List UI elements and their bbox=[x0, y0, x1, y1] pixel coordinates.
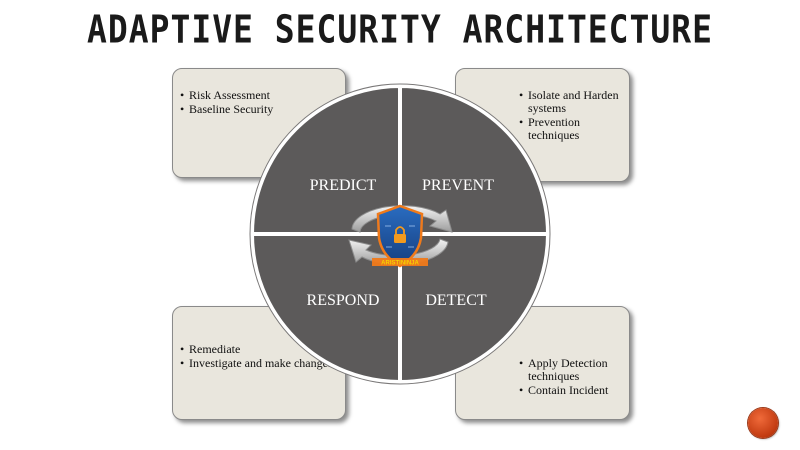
list-item: Remediate bbox=[180, 343, 338, 357]
list-item: Investigate and make changes bbox=[180, 357, 338, 371]
prevent-quadrant bbox=[398, 84, 550, 236]
respond-bullet-list: Remediate Investigate and make changes bbox=[180, 343, 338, 371]
list-item: Contain Incident bbox=[519, 384, 627, 398]
respond-quadrant bbox=[250, 232, 402, 384]
slide-title: ADAPTIVE SECURITY ARCHITECTURE bbox=[86, 7, 714, 52]
list-item: Prevention techniques bbox=[519, 116, 627, 142]
list-item: Risk Assessment bbox=[180, 89, 338, 103]
slide-nav-button[interactable] bbox=[748, 408, 778, 438]
predict-quadrant bbox=[250, 84, 402, 236]
prevent-label: PREVENT bbox=[422, 177, 494, 194]
logo-banner bbox=[372, 258, 428, 266]
list-item: Apply Detection techniques bbox=[519, 357, 627, 383]
list-item: Baseline Security bbox=[180, 103, 338, 117]
prevent-bullet-list: Isolate and Harden systems Prevention te… bbox=[519, 89, 627, 143]
logo-text: ARISTININJA bbox=[381, 261, 419, 267]
detect-quadrant bbox=[398, 232, 550, 384]
predict-label: PREDICT bbox=[310, 177, 377, 194]
predict-bullet-list: Risk Assessment Baseline Security bbox=[180, 89, 338, 117]
respond-label: RESPOND bbox=[307, 292, 380, 309]
list-item: Isolate and Harden systems bbox=[519, 89, 627, 115]
detect-bullet-list: Apply Detection techniques Contain Incid… bbox=[519, 357, 627, 398]
detect-label: DETECT bbox=[425, 292, 487, 309]
